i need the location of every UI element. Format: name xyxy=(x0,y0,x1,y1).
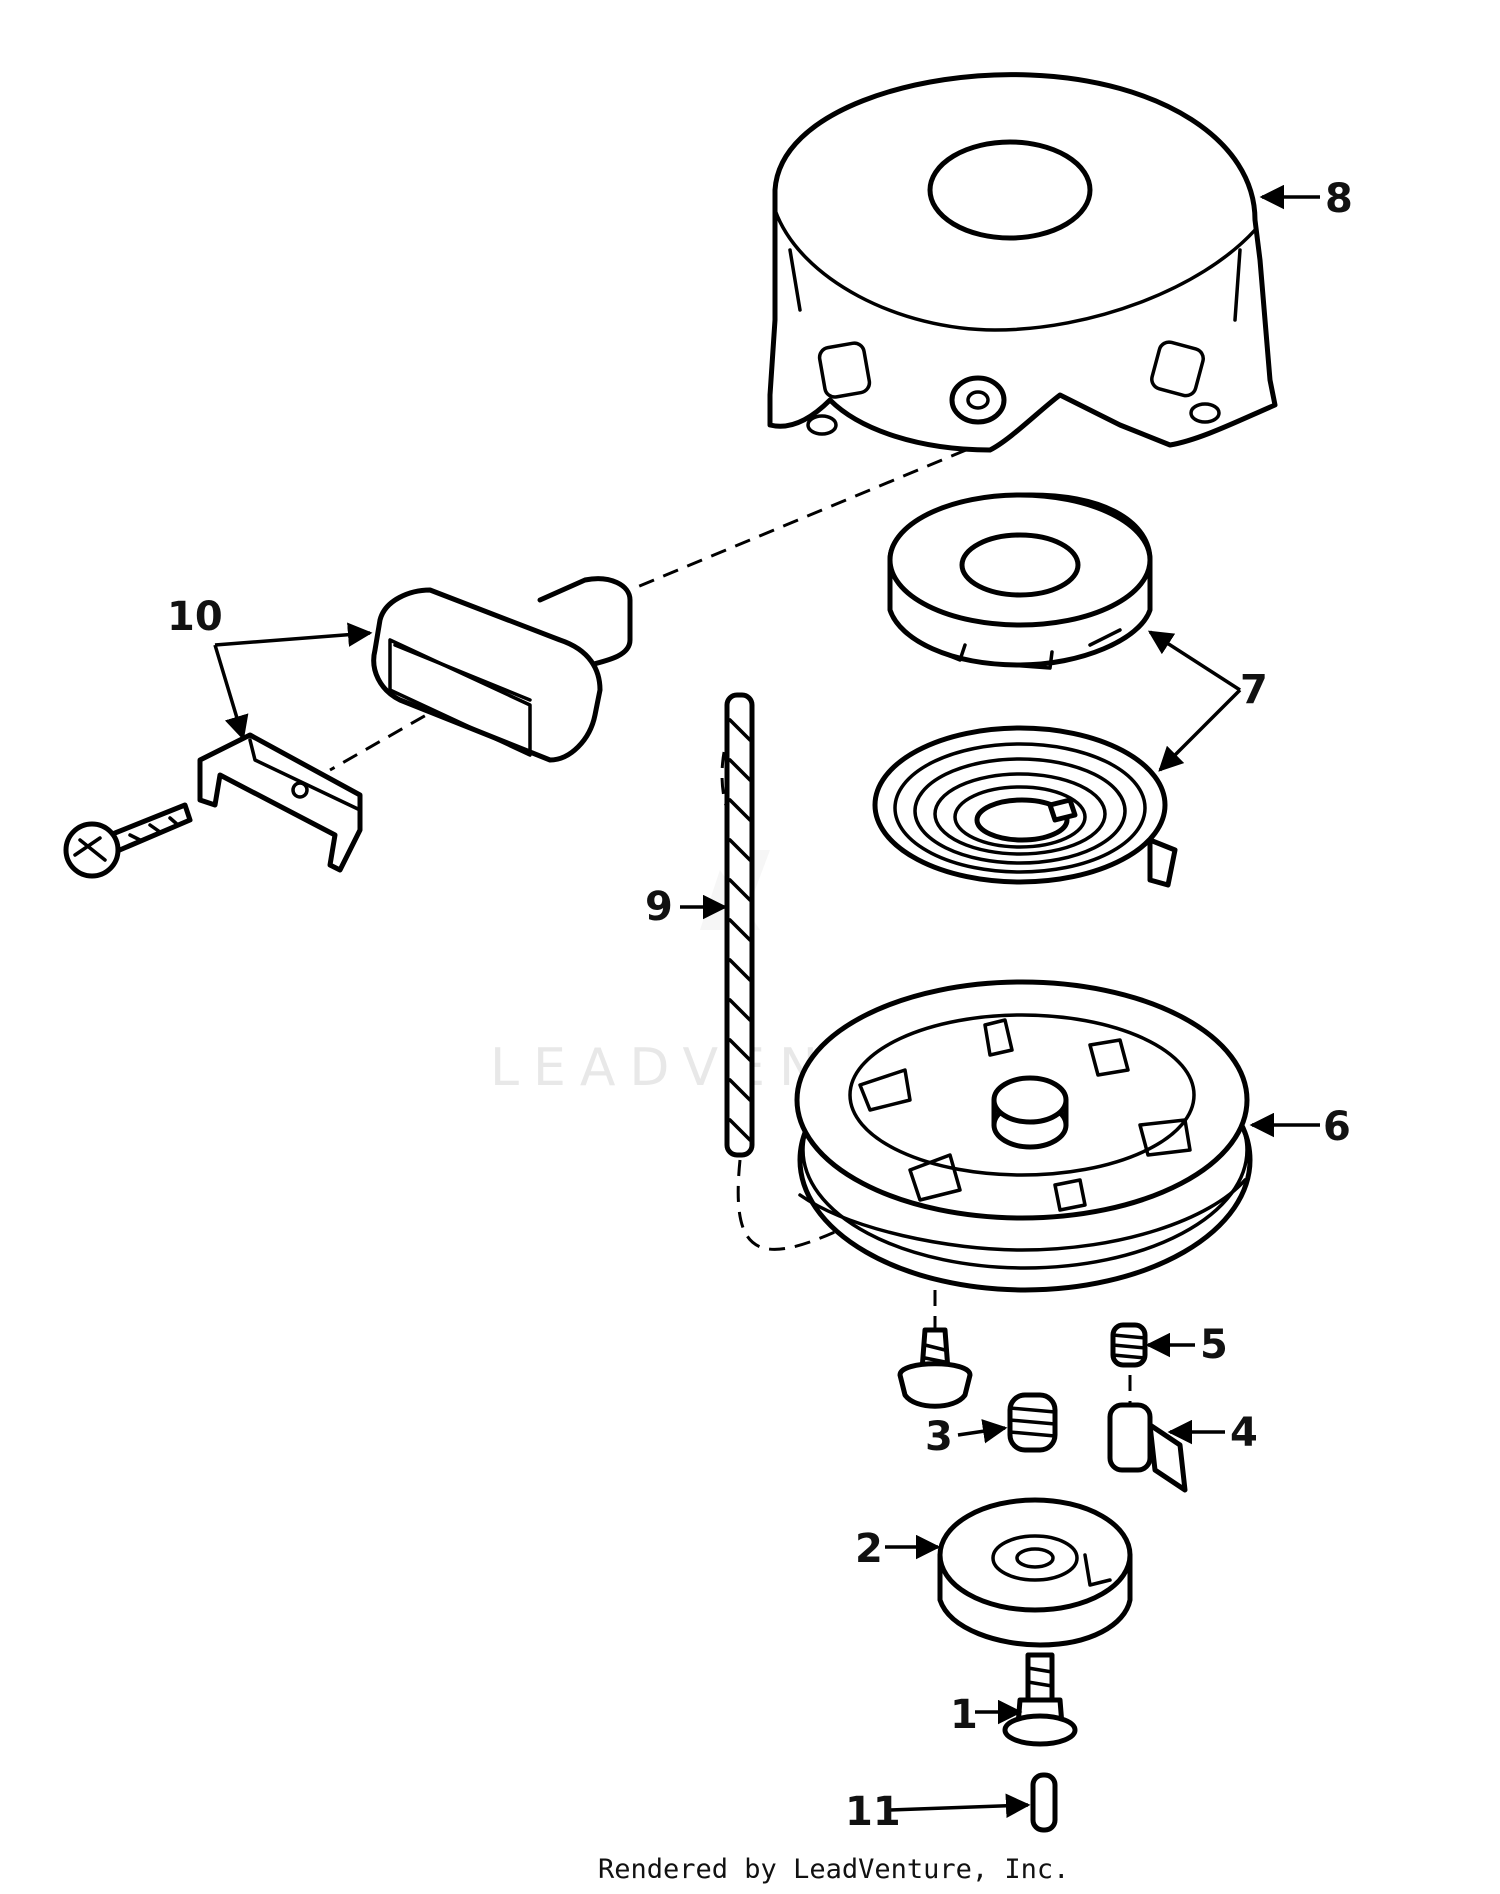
rope-path-line xyxy=(629,438,991,592)
leader-11 xyxy=(889,1793,1031,1819)
leader-10b xyxy=(213,644,249,741)
starter-housing xyxy=(767,72,1278,453)
leader-7b xyxy=(1158,688,1242,772)
spring-retainer-cup xyxy=(887,492,1153,670)
leader-10a xyxy=(214,622,373,647)
leader-7a xyxy=(1147,630,1241,692)
pawl-spring xyxy=(1110,1322,1148,1368)
handle-screw xyxy=(63,802,193,879)
callout-7: 7 xyxy=(1240,667,1268,713)
starter-pulley xyxy=(794,979,1253,1293)
callout-3: 3 xyxy=(925,1414,953,1460)
callout-5: 5 xyxy=(1200,1322,1228,1368)
starter-handle xyxy=(371,576,633,763)
shoulder-screw xyxy=(1002,1652,1078,1747)
roll-pin xyxy=(1030,1772,1058,1833)
callout-9: 9 xyxy=(645,884,673,930)
pawl-retainer xyxy=(937,1497,1133,1648)
footer-credit: Rendered by LeadVenture, Inc. xyxy=(598,1854,1069,1885)
callout-1: 1 xyxy=(950,1692,978,1738)
rope-routing-line xyxy=(720,704,747,817)
brake-spring xyxy=(1007,1392,1058,1453)
pulley-screw xyxy=(897,1327,973,1409)
callout-4: 4 xyxy=(1230,1410,1258,1456)
handle-insert xyxy=(197,732,363,873)
starter-rope xyxy=(724,692,755,1158)
starter-pawl xyxy=(1107,1402,1188,1493)
leader-3 xyxy=(957,1419,1008,1444)
callout-6: 6 xyxy=(1323,1104,1351,1150)
callout-8: 8 xyxy=(1325,176,1353,222)
callout-11: 11 xyxy=(845,1789,901,1835)
rope-pulley-line xyxy=(736,1159,861,1251)
callout-10: 10 xyxy=(167,594,223,640)
callout-2: 2 xyxy=(855,1526,883,1572)
recoil-spring xyxy=(872,725,1178,888)
